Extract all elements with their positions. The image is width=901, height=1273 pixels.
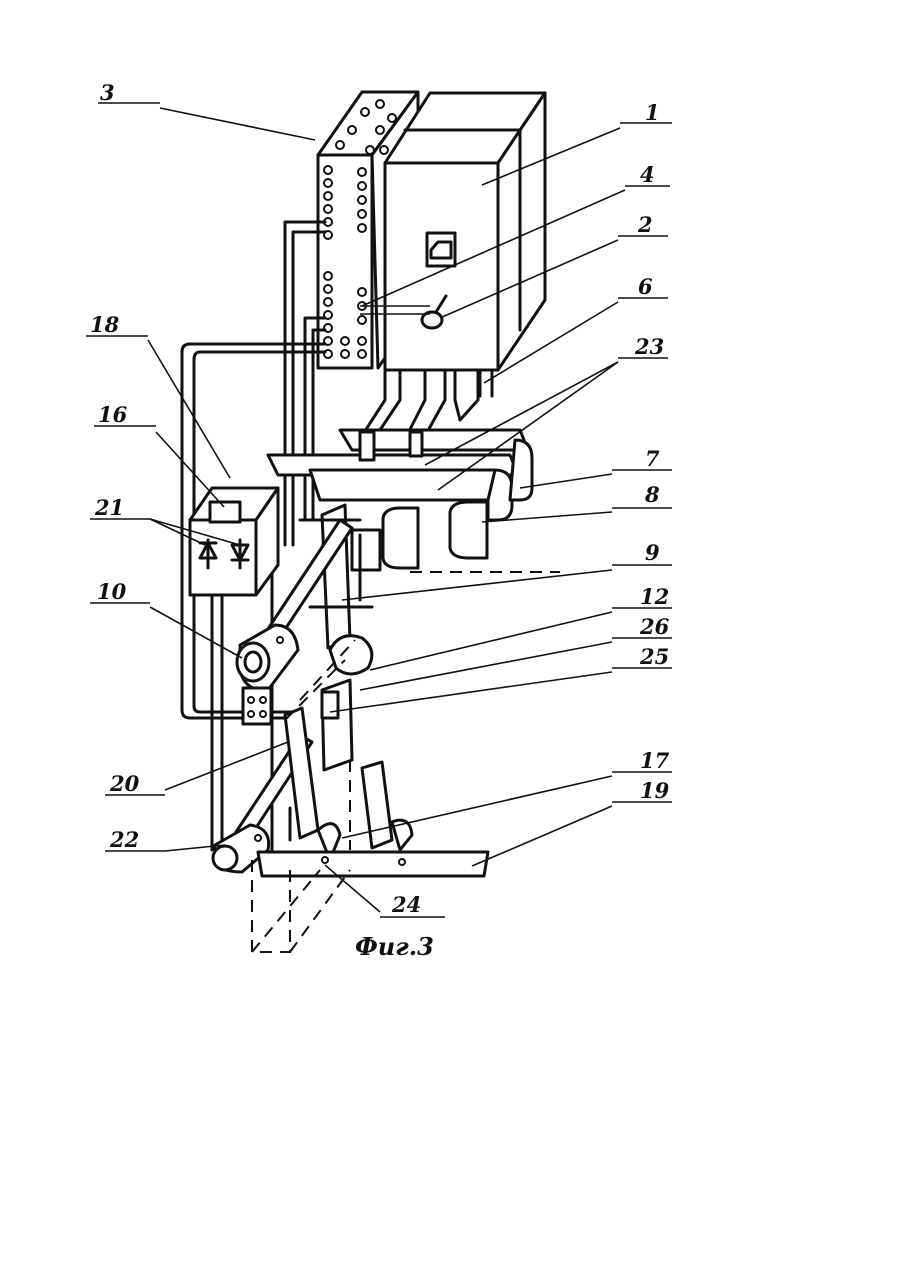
label-2: 2: [637, 212, 653, 237]
label-18: 18: [90, 312, 120, 337]
base-plate: [258, 852, 488, 876]
label-21: 21: [94, 495, 124, 520]
label-23: 23: [634, 334, 664, 359]
label-22: 22: [109, 827, 139, 852]
figure-caption: Фиг.3: [355, 932, 434, 961]
label-9: 9: [645, 540, 660, 565]
label-3: 3: [100, 80, 115, 105]
label-24: 24: [391, 892, 421, 917]
label-7: 7: [645, 446, 660, 471]
label-25: 25: [639, 644, 669, 669]
label-8: 8: [644, 482, 660, 507]
terminal-block: [243, 688, 271, 724]
label-4: 4: [640, 162, 655, 187]
contacts: [352, 502, 487, 570]
label-12: 12: [640, 584, 669, 609]
label-19: 19: [640, 778, 670, 803]
label-20: 20: [109, 771, 140, 796]
label-1: 1: [645, 100, 660, 125]
diode-block: [190, 488, 278, 595]
label-10: 10: [97, 579, 127, 604]
label-16: 16: [98, 402, 128, 427]
label-26: 26: [639, 614, 670, 639]
label-17: 17: [640, 748, 670, 773]
label-6: 6: [638, 274, 653, 299]
electromagnet: [237, 625, 298, 690]
